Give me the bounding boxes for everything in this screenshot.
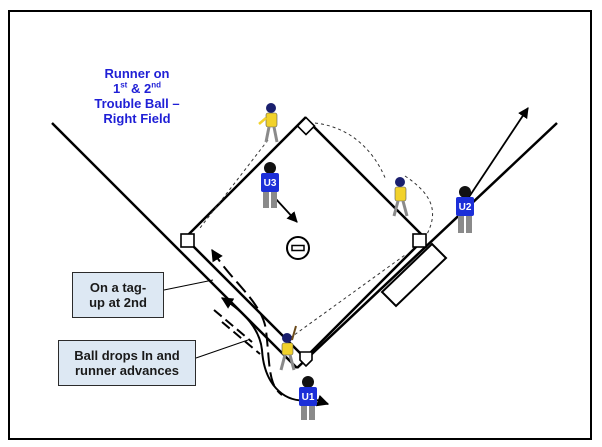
umpire-label-u1: U1 — [302, 392, 315, 403]
umpire-label-u2: U2 — [459, 202, 472, 213]
ball-drops-callout-line-1: Ball drops In and — [74, 348, 180, 363]
runner-second-icon — [258, 103, 279, 143]
title-second-suffix: nd — [151, 80, 161, 90]
runner-first-icon — [392, 177, 409, 217]
runner-path-first-to-home — [404, 175, 434, 237]
left-foul-line — [51, 122, 298, 369]
tagup-callout-line-2: up at 2nd — [89, 295, 147, 310]
title-second-number: & 2 — [127, 81, 152, 96]
runner-path-second-to-third — [314, 122, 387, 181]
right-foul-line — [296, 122, 558, 369]
umpire-u1-icon: U1 — [299, 376, 317, 420]
u2-movement-arrow — [466, 107, 529, 201]
umpire-u3-icon: U3 — [261, 162, 279, 208]
tagup-pointer — [163, 279, 214, 291]
u3-movement-arrow — [274, 197, 298, 223]
title-line-2: 1st & 2nd — [62, 81, 212, 96]
title-line-3: Trouble Ball – — [94, 96, 180, 111]
batter-icon — [279, 325, 297, 371]
first-base — [412, 233, 427, 248]
running-lane — [380, 242, 448, 308]
umpire-label-u3: U3 — [264, 178, 277, 189]
pitchers-rubber — [291, 244, 305, 252]
drops-pointer — [195, 339, 249, 359]
diagram-title: Runner on 1st & 2nd Trouble Ball – Right… — [62, 66, 212, 126]
tagup-callout-line-1: On a tag- — [89, 280, 147, 295]
infield-diamond — [183, 116, 427, 360]
ball-drop-line-2 — [221, 321, 261, 355]
umpire-u2-icon: U2 — [456, 186, 474, 233]
title-line-4: Right Field — [103, 111, 171, 126]
title-line-1: Runner on — [104, 66, 170, 81]
title-first-suffix: st — [120, 80, 128, 90]
ball-drop-line-1 — [213, 309, 253, 343]
u1-route-solid — [220, 297, 330, 407]
title-first-number: 1 — [113, 81, 121, 96]
ball-drops-callout: Ball drops In and runner advances — [58, 340, 196, 386]
ball-drops-callout-line-2: runner advances — [74, 363, 180, 378]
third-base — [180, 233, 195, 248]
tagup-callout: On a tag- up at 2nd — [72, 272, 164, 318]
runner-path-to-third — [199, 139, 269, 229]
second-base — [296, 116, 316, 136]
